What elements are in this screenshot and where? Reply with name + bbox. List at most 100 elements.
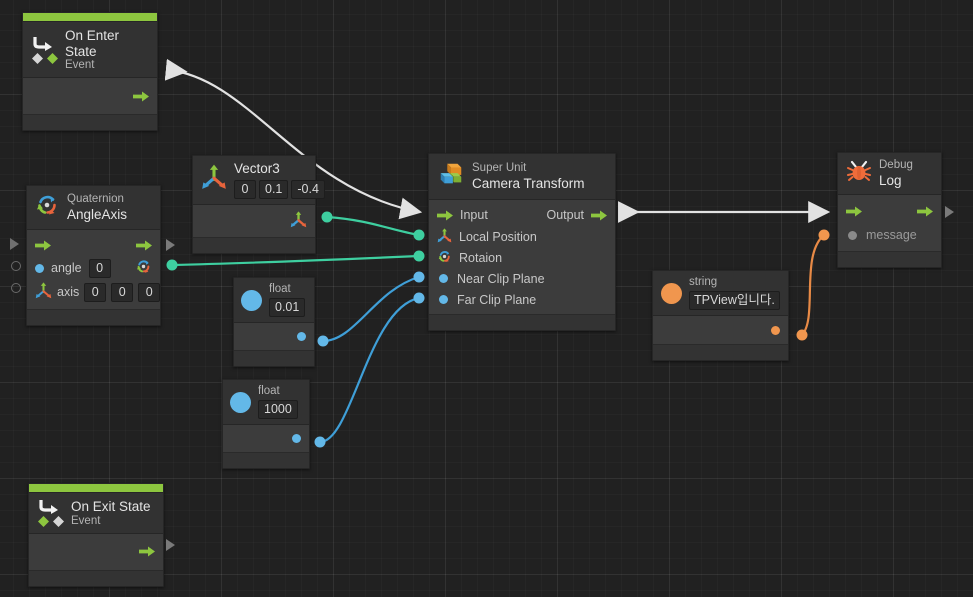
- port-row-message[interactable]: message: [838, 223, 941, 247]
- port-row-flow[interactable]: [838, 199, 941, 223]
- node-title: float: [269, 283, 291, 295]
- flow-arrow-out-icon: [136, 240, 152, 250]
- rotation-out-icon: [135, 258, 152, 278]
- port-row-axis[interactable]: axis 0 0 0: [27, 280, 161, 304]
- axis-z-field[interactable]: 0: [138, 282, 161, 302]
- node-title: Super Unit: [472, 161, 527, 174]
- node-header[interactable]: string TPView입니다.: [653, 271, 788, 317]
- node-on-enter-state[interactable]: On Enter State Event: [22, 12, 158, 132]
- vector3-x-field[interactable]: 0: [234, 179, 256, 199]
- float-dot-icon: [230, 391, 251, 413]
- float-a-value-field[interactable]: 0.01: [269, 298, 306, 318]
- rotation-icon: [437, 249, 452, 267]
- node-title: Debug: [879, 158, 913, 171]
- flow-arrow-icon: [437, 210, 453, 220]
- axis-x-field[interactable]: 0: [84, 282, 107, 302]
- diamond-grey-icon: [53, 516, 64, 528]
- vector3-z-field[interactable]: -0.4: [291, 179, 325, 199]
- port-label-input: Input: [460, 208, 488, 222]
- node-subtitle: Event: [65, 59, 95, 72]
- quaternion-out-triangle[interactable]: [166, 239, 175, 251]
- port-row-far-clip-plane[interactable]: Far Clip Plane: [429, 289, 615, 310]
- port-row-rotaion[interactable]: Rotaion: [429, 247, 615, 268]
- flow-arrow-out-icon: [917, 206, 933, 216]
- node-footer: [29, 569, 163, 586]
- vector3-icon: [201, 164, 227, 195]
- port-row-local-position[interactable]: Local Position: [429, 226, 615, 247]
- event-accent-bar: [29, 484, 163, 493]
- vector3-out-icon: [290, 210, 307, 231]
- port-label-output: Output: [546, 208, 584, 222]
- port-row-flow-out[interactable]: [23, 78, 157, 114]
- node-footer: [23, 114, 157, 131]
- node-title: Vector3: [234, 161, 280, 176]
- node-subtitle: AngleAxis: [67, 206, 128, 222]
- axis-y-field[interactable]: 0: [111, 282, 134, 302]
- string-dot-icon: [661, 282, 682, 304]
- debug-out-triangle[interactable]: [945, 206, 954, 218]
- node-body: message: [838, 195, 941, 251]
- port-row-string-out[interactable]: [653, 316, 788, 344]
- node-footer: [27, 309, 160, 325]
- node-title: float: [258, 385, 280, 397]
- vector3-icon: [35, 282, 52, 302]
- port-row-float-out[interactable]: [234, 323, 314, 350]
- port-row-float-out[interactable]: [223, 425, 309, 452]
- port-row-vector3-out[interactable]: [193, 205, 315, 237]
- angle-value-field[interactable]: 0: [88, 258, 111, 278]
- node-header[interactable]: float 0.01: [234, 278, 314, 324]
- node-body: [23, 78, 157, 114]
- node-header[interactable]: Vector3 0 0.1 -0.4: [193, 156, 325, 205]
- external-input-circle-1[interactable]: [11, 261, 21, 271]
- port-row-flow[interactable]: [27, 234, 160, 256]
- node-float-b[interactable]: float 1000: [222, 379, 310, 470]
- bug-icon: [846, 158, 872, 189]
- node-header[interactable]: Super Unit Camera Transform: [429, 154, 615, 200]
- event-accent-bar: [23, 13, 157, 22]
- node-string-literal[interactable]: string TPView입니다.: [652, 270, 789, 362]
- port-label-axis: axis: [57, 285, 80, 299]
- event-arrow-icon: [31, 35, 58, 65]
- external-input-circle-2[interactable]: [11, 283, 21, 293]
- port-row-angle[interactable]: angle 0: [27, 256, 160, 280]
- node-float-a[interactable]: float 0.01: [233, 277, 315, 368]
- node-header[interactable]: On Enter State Event: [23, 22, 157, 79]
- node-footer: [838, 251, 941, 267]
- node-vector3[interactable]: Vector3 0 0.1 -0.4: [192, 155, 325, 254]
- node-super-unit-camera-transform[interactable]: Super Unit Camera Transform Input Output: [428, 153, 616, 331]
- port-row-near-clip-plane[interactable]: Near Clip Plane: [429, 268, 615, 289]
- node-header[interactable]: On Exit State Event: [29, 493, 163, 534]
- float-dot-icon: [439, 295, 448, 304]
- edge-quaternion-to-rotaion: [171, 254, 420, 267]
- node-header[interactable]: Debug Log: [838, 153, 941, 195]
- edge-float-b-to-farclip: [319, 296, 420, 444]
- node-body: [223, 425, 309, 452]
- port-row-input-output[interactable]: Input Output: [429, 204, 615, 226]
- port-row-flow-out[interactable]: [29, 534, 163, 570]
- string-value-field[interactable]: TPView입니다.: [689, 291, 780, 311]
- super-unit-blocks-icon: [437, 160, 465, 193]
- node-debug-log[interactable]: Debug Log message: [837, 152, 942, 268]
- diamond-grey-icon: [32, 53, 43, 65]
- flow-arrow-icon: [846, 206, 862, 216]
- node-title: string: [689, 276, 718, 288]
- diamond-green-icon: [47, 53, 58, 65]
- node-header[interactable]: Quaternion AngleAxis: [27, 186, 160, 230]
- float-out-dot-icon: [292, 434, 301, 444]
- node-header[interactable]: float 1000: [223, 380, 309, 426]
- on-exit-out-triangle[interactable]: [166, 539, 175, 551]
- float-dot-icon: [439, 274, 448, 283]
- node-quaternion-angleaxis[interactable]: Quaternion AngleAxis angle 0: [26, 185, 161, 326]
- rotation-icon: [34, 192, 60, 223]
- external-input-triangle[interactable]: [10, 238, 19, 250]
- event-arrow-icon: [37, 498, 64, 528]
- vector3-y-field[interactable]: 0.1: [259, 179, 289, 199]
- string-dot-icon: [848, 230, 857, 240]
- node-on-exit-state[interactable]: On Exit State Event: [28, 483, 164, 587]
- node-body: [653, 316, 788, 344]
- node-title: On Enter State: [65, 28, 120, 59]
- float-b-value-field[interactable]: 1000: [258, 400, 298, 420]
- float-dot-icon: [241, 289, 262, 311]
- diamond-green-icon: [38, 516, 49, 528]
